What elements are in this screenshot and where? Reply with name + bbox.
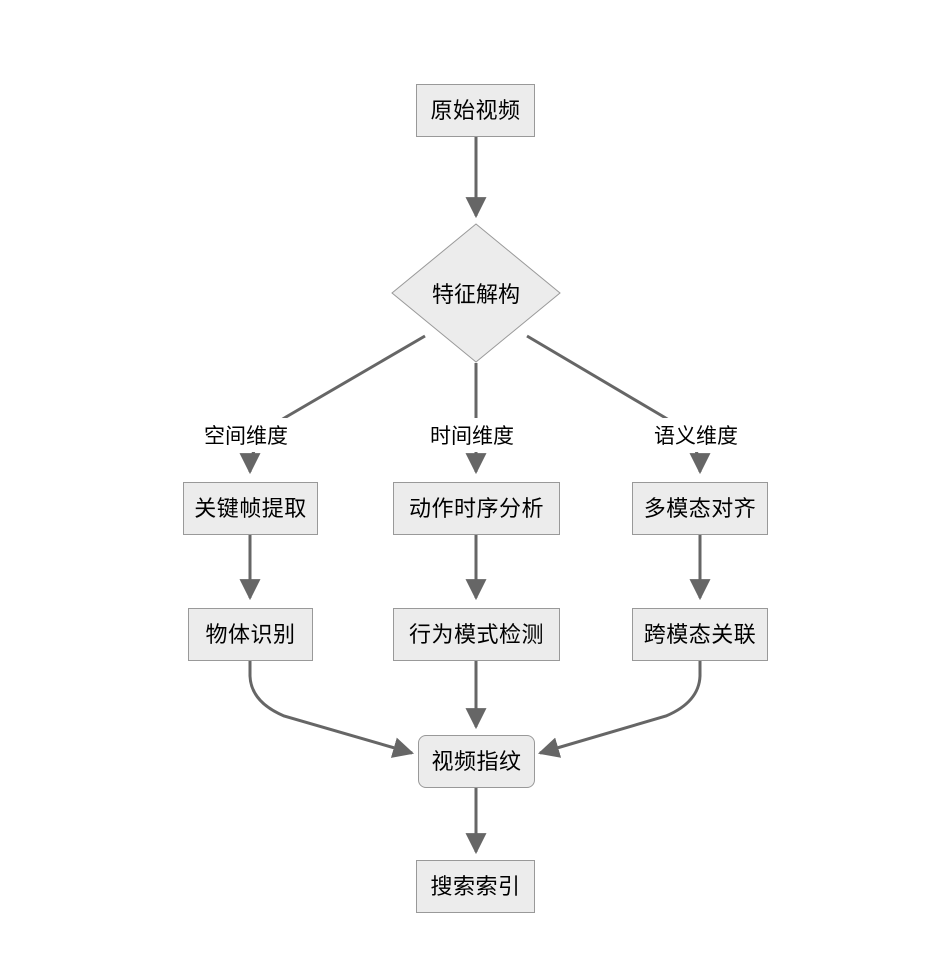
node-keyframe[interactable]: 关键帧提取 <box>183 482 318 535</box>
node-multimodal[interactable]: 多模态对齐 <box>632 482 768 535</box>
edge-label-spatial-text: 空间维度 <box>204 425 288 448</box>
node-search-index[interactable]: 搜索索引 <box>416 860 535 913</box>
node-keyframe-label: 关键帧提取 <box>194 495 307 521</box>
edge-label-temporal-text: 时间维度 <box>430 425 514 448</box>
node-source-video-label: 原始视频 <box>430 97 521 123</box>
edge-label-spatial: 空间维度 <box>199 418 293 452</box>
node-cross-modal[interactable]: 跨模态关联 <box>632 608 768 661</box>
edge-cross-modal-to-fingerprint <box>537 661 702 758</box>
edge-label-semantic: 语义维度 <box>649 418 743 452</box>
node-search-index-label: 搜索索引 <box>430 873 521 899</box>
diamond-shape <box>391 223 561 363</box>
node-object-recog-label: 物体识别 <box>205 621 296 647</box>
node-fingerprint-label: 视频指纹 <box>431 748 522 774</box>
node-behavior-label: 行为模式检测 <box>408 621 544 647</box>
edge-label-temporal: 时间维度 <box>425 418 519 452</box>
node-behavior[interactable]: 行为模式检测 <box>393 608 560 661</box>
node-feature-decon-label: 特征解构 <box>431 282 520 307</box>
edge-label-semantic-text: 语义维度 <box>654 425 738 448</box>
node-multimodal-label: 多模态对齐 <box>643 495 757 521</box>
node-object-recog[interactable]: 物体识别 <box>188 608 313 661</box>
node-source-video[interactable]: 原始视频 <box>416 84 535 137</box>
edge-object-recog-to-fingerprint <box>248 661 415 758</box>
node-motion-temporal-label: 动作时序分析 <box>408 495 544 521</box>
node-motion-temporal[interactable]: 动作时序分析 <box>393 482 560 535</box>
node-cross-modal-label: 跨模态关联 <box>643 621 757 647</box>
node-fingerprint[interactable]: 视频指纹 <box>418 735 535 788</box>
node-feature-decon[interactable]: 特征解构 <box>391 223 561 363</box>
